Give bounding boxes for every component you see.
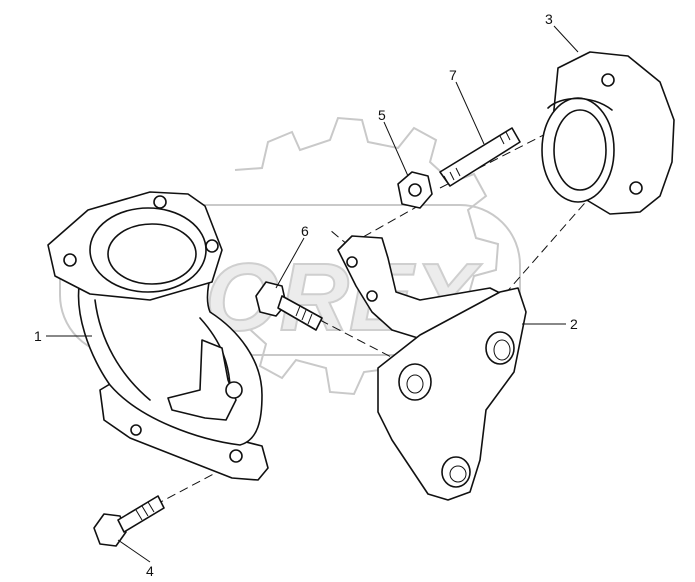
elbow-lower-hole — [229, 449, 243, 463]
elbow-rib — [167, 339, 237, 421]
axis-bolt6-to-bracket — [319, 319, 421, 373]
callout-3: 3 — [545, 11, 553, 27]
elbow-flange-hole-c — [63, 253, 77, 267]
flange-hole-bottom — [629, 181, 643, 195]
nut-bore — [408, 183, 422, 197]
elbow-port-outer — [89, 207, 207, 293]
callout-7: 7 — [449, 67, 457, 83]
bracket-arm-hole-a — [346, 256, 358, 268]
bracket-hole-middle-inner — [406, 374, 424, 394]
callout-5: 5 — [378, 107, 386, 123]
bolt4-thread — [135, 501, 155, 521]
bracket-hole-bottom — [441, 456, 471, 488]
bolt6-thread — [295, 305, 313, 325]
leader-3 — [553, 25, 579, 53]
flange-collar — [541, 97, 615, 203]
leader-6 — [275, 237, 305, 289]
flange-collar-lip — [547, 97, 613, 111]
callout-4: 4 — [146, 563, 154, 579]
callout-6: 6 — [301, 223, 309, 239]
elbow-port-inner — [107, 223, 197, 285]
nut-body — [397, 171, 433, 209]
part-2-bracket — [337, 235, 527, 501]
bolt6-shank — [277, 295, 323, 331]
elbow-flange-hole-b — [205, 239, 219, 253]
bracket-hole-bottom-inner — [449, 465, 467, 483]
elbow-lower-hole-left — [130, 424, 142, 436]
stud-thread-a — [443, 131, 511, 184]
callout-2: 2 — [570, 316, 578, 332]
bolt4-head — [93, 513, 127, 547]
bracket-hole-top — [485, 331, 515, 365]
leader-5 — [383, 121, 409, 177]
flange-hole-top — [601, 73, 615, 87]
part-6-bolt — [255, 281, 323, 331]
part-5-nut — [397, 171, 433, 209]
watermark-gear — [234, 116, 500, 396]
part-7-stud — [439, 127, 521, 187]
axis-bolt4-to-elbow — [154, 459, 241, 506]
callout-labels: 1 2 3 4 5 6 7 — [34, 11, 578, 579]
flange-collar-inner — [553, 109, 607, 191]
leader-lines — [46, 25, 579, 563]
leader-4 — [117, 539, 151, 563]
part-3-flange — [541, 51, 675, 215]
watermark-frame — [59, 204, 521, 356]
bracket-hole-top-inner — [493, 339, 511, 361]
elbow-flange-hole-a — [153, 195, 167, 209]
bracket-hole-middle — [398, 363, 432, 401]
callout-1: 1 — [34, 328, 42, 344]
bolt4-shank — [117, 495, 165, 533]
part-4-bolt — [93, 495, 165, 547]
part-1-exhaust-elbow — [47, 191, 269, 481]
bracket-arm-hole-b — [366, 290, 378, 302]
leader-7 — [455, 81, 485, 145]
elbow-rib-hole — [225, 381, 243, 399]
